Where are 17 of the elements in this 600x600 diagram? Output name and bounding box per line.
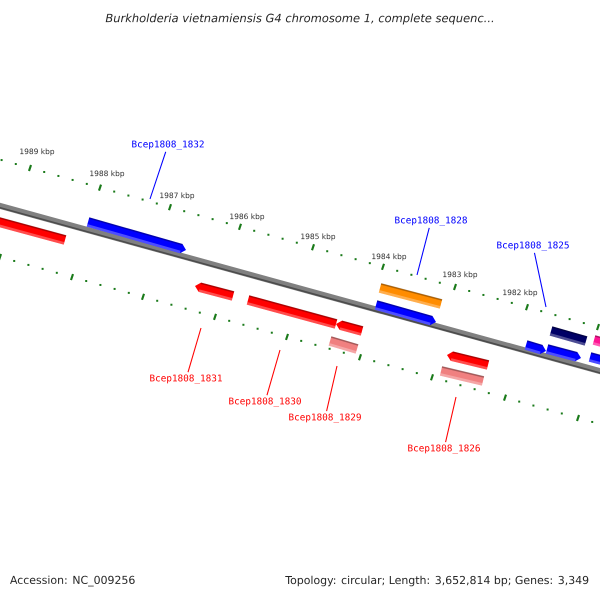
gene-label: Bcep1808_1829 <box>289 413 361 423</box>
gene-label: Bcep1808_1826 <box>408 444 480 454</box>
gene-label: Bcep1808_1828 <box>395 216 467 226</box>
footer-text: Accession: NC_009256 <box>10 576 135 586</box>
leader-line <box>534 252 547 308</box>
gene-label: Bcep1808_1832 <box>132 140 204 150</box>
leader-line <box>326 366 338 412</box>
gene-label: Bcep1808_1830 <box>229 397 301 407</box>
leader-line <box>188 328 202 372</box>
leader-line <box>445 396 457 442</box>
leader-line <box>266 350 281 396</box>
footer-text: Topology: circular; Length: 3,652,814 bp; Genes: 3,349 <box>285 576 588 586</box>
leader-line <box>416 228 430 276</box>
gene-label: Bcep1808_1831 <box>150 374 222 384</box>
title: Burkholderia vietnamiensis G4 chromosome 1, complete sequenc... <box>106 13 494 25</box>
gene-label: Bcep1808_1825 <box>497 241 569 251</box>
leader-line <box>150 152 166 200</box>
